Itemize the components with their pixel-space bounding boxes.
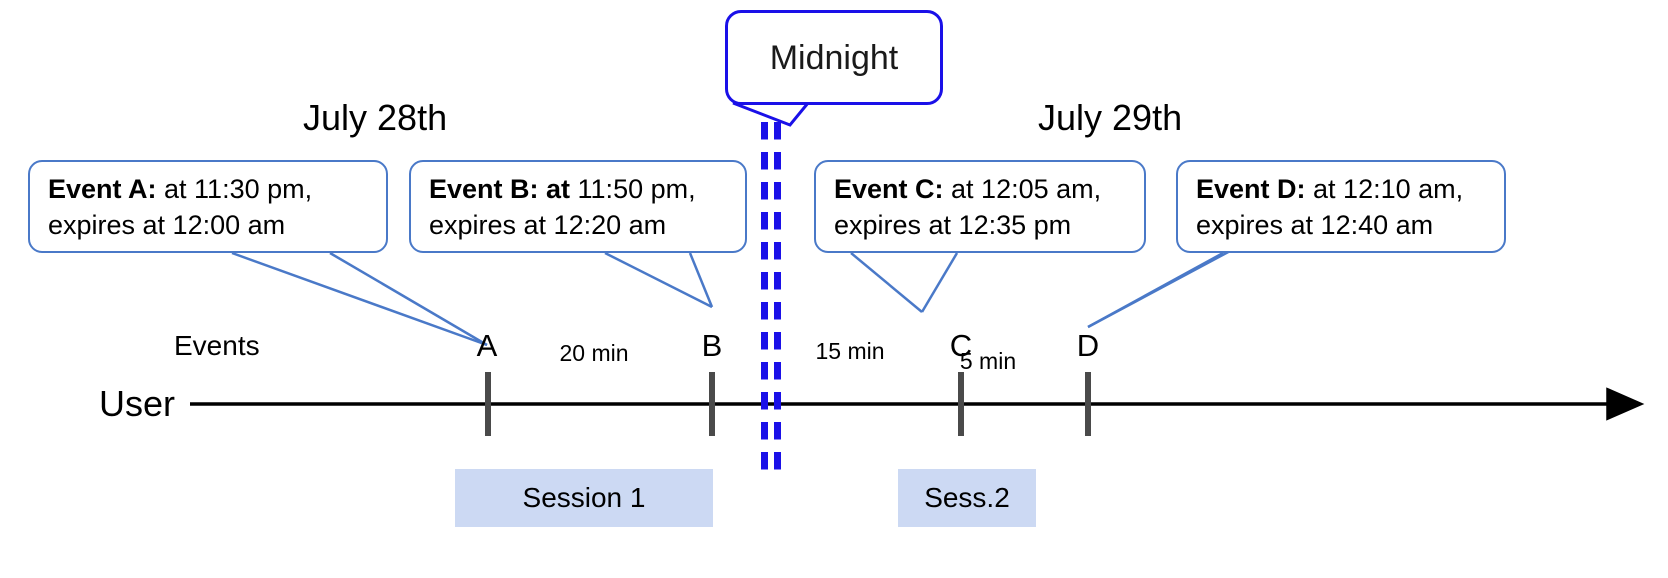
callout-event-a-title: Event A: xyxy=(48,174,157,204)
callout-event-b-line2: expires at 12:20 am xyxy=(429,209,667,240)
callout-event-b-time: 11:50 pm, xyxy=(570,174,696,204)
session-box-2: Sess.2 xyxy=(898,469,1036,527)
midnight-label: Midnight xyxy=(769,38,899,77)
callout-event-c-time: at 12:05 am, xyxy=(943,174,1102,204)
leader-line-event-b xyxy=(604,251,714,309)
callout-event-d-time: at 12:10 am, xyxy=(1305,174,1464,204)
callout-event-a-time: at 11:30 pm, xyxy=(156,174,313,204)
callout-event-a-line1: Event A: at 11:30 pm, xyxy=(48,172,370,208)
callout-event-d-title: Event D: xyxy=(1196,174,1306,204)
interval-label-15-min: 15 min xyxy=(815,338,885,364)
marker-label-c: C xyxy=(949,328,973,363)
session-2-label: Sess.2 xyxy=(924,482,1010,513)
callout-event-c-line2: expires at 12:35 pm xyxy=(834,209,1072,240)
user-row-label: User xyxy=(99,383,176,424)
callout-event-d-line1: Event D: at 12:10 am, xyxy=(1196,172,1488,208)
marker-label-b: B xyxy=(701,328,723,363)
tick-marker-c xyxy=(958,372,964,436)
date-label-july-28: July 28th xyxy=(303,97,448,138)
marker-label-d: D xyxy=(1076,328,1100,363)
midnight-dashed-line-right xyxy=(774,122,781,474)
callout-event-d: Event D: at 12:10 am, expires at 12:40 a… xyxy=(1176,160,1506,253)
midnight-callout-tail xyxy=(732,101,810,127)
leader-line-event-c xyxy=(850,252,959,313)
callout-event-a: Event A: at 11:30 pm, expires at 12:00 a… xyxy=(28,160,388,253)
callout-event-c: Event C: at 12:05 am, expires at 12:35 p… xyxy=(814,160,1146,253)
callout-event-c-line1: Event C: at 12:05 am, xyxy=(834,172,1128,208)
leader-line-event-d xyxy=(1087,248,1233,329)
tick-marker-d xyxy=(1085,372,1091,436)
marker-label-a: A xyxy=(476,328,498,363)
midnight-callout: Midnight xyxy=(725,10,943,105)
tick-marker-b xyxy=(709,372,715,436)
interval-label-20-min: 20 min xyxy=(559,340,629,366)
callout-event-b: Event B: at 11:50 pm, expires at 12:20 a… xyxy=(409,160,747,253)
callout-event-d-line2: expires at 12:40 am xyxy=(1196,209,1434,240)
session-1-label: Session 1 xyxy=(522,482,646,513)
events-row-label: Events xyxy=(174,330,260,361)
interval-label-5-min: 5 min xyxy=(959,348,1017,374)
callout-event-b-line1: Event B: at 11:50 pm, xyxy=(429,172,729,208)
callout-event-c-title: Event C: xyxy=(834,174,944,204)
tick-marker-a xyxy=(485,372,491,436)
midnight-dashed-line-left xyxy=(761,122,768,474)
session-box-1: Session 1 xyxy=(455,469,713,527)
leader-line-event-a xyxy=(231,251,488,347)
callout-event-b-title: Event B: at xyxy=(429,174,571,204)
date-label-july-29: July 29th xyxy=(1038,97,1183,138)
timeline-axis xyxy=(190,387,1645,421)
callout-event-a-line2: expires at 12:00 am xyxy=(48,209,286,240)
